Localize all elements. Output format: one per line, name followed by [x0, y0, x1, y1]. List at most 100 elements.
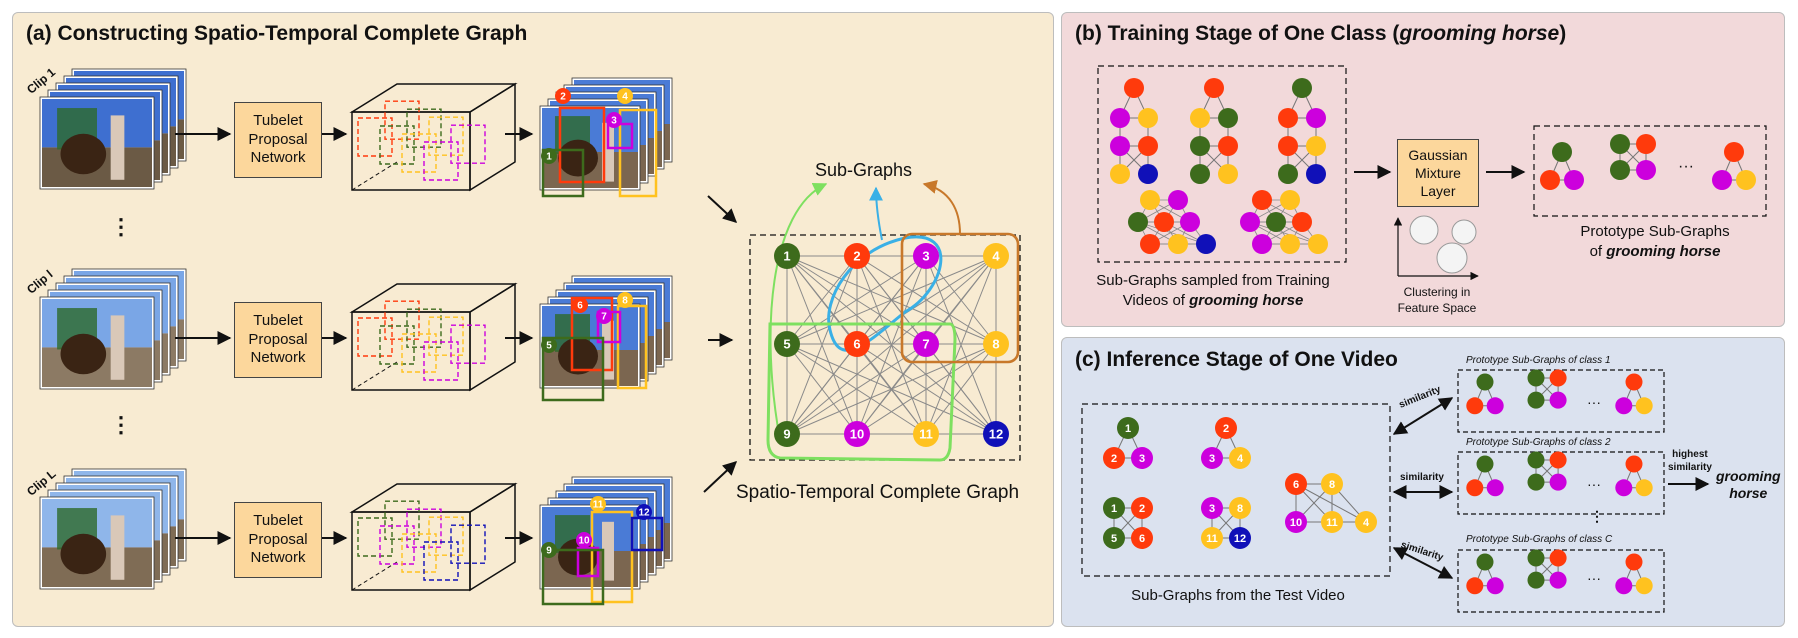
cube-hidden-edge — [351, 361, 398, 391]
prototype-graph-node — [1466, 397, 1484, 415]
node-4-marker: 4 — [617, 88, 633, 104]
tubelet-volume — [379, 125, 415, 165]
node-circle — [844, 331, 870, 357]
node-circle — [617, 292, 633, 308]
graph-node-1: 1 — [774, 243, 800, 269]
test-graph: 2 — [1103, 447, 1125, 469]
panel-c-title: (c) Inference Stage of One Video — [1075, 348, 1398, 371]
node-number: 3 — [611, 116, 617, 127]
node-circle — [541, 337, 557, 353]
panel-a-title: (a) Constructing Spatio-Temporal Complet… — [26, 22, 528, 45]
tubelet-volume — [428, 516, 464, 556]
tubelet-volume — [401, 133, 437, 173]
node-number: 3 — [1209, 503, 1215, 515]
tubelet-volume — [450, 124, 486, 164]
prototype-graph-node — [1527, 451, 1545, 469]
sampled-graph-node — [1138, 108, 1158, 128]
sampled-graph-node — [1140, 190, 1160, 210]
node-circle — [606, 112, 622, 128]
node-circle — [572, 297, 588, 313]
cluster-blob — [1409, 215, 1439, 245]
node-number: 8 — [1329, 479, 1335, 491]
node-number: 2 — [853, 249, 860, 264]
test-graph: 2 — [1131, 497, 1153, 519]
sampled-graph-node — [1128, 212, 1148, 232]
node-number: 12 — [638, 508, 650, 519]
node-number: 2 — [1223, 423, 1229, 435]
node-circle — [541, 542, 557, 558]
node-6-marker: 6 — [572, 297, 588, 313]
sampled-graph-node — [1124, 78, 1144, 98]
tubelet-box — [541, 548, 605, 606]
subgraph-arrow-green — [769, 182, 828, 441]
sampled-graph-node — [1138, 136, 1158, 156]
complete-graph-label: Spatio-Temporal Complete Graph — [736, 482, 1020, 503]
node-circle — [1117, 417, 1139, 439]
cube-side — [469, 82, 516, 192]
graph-edge — [786, 343, 927, 435]
node-number: 3 — [922, 249, 929, 264]
frame-horse — [60, 333, 107, 375]
frame-person — [110, 115, 125, 180]
node-circle — [913, 331, 939, 357]
sampled-subgraphs-frame — [1097, 65, 1347, 263]
vertical-ellipsis: ⋮ — [110, 214, 132, 239]
frame-horse — [60, 133, 107, 175]
node-circle — [576, 532, 592, 548]
node-2-marker: 2 — [555, 88, 571, 104]
test-graph: 3 — [1201, 497, 1223, 519]
graph-node-6: 6 — [844, 331, 870, 357]
prototype-class-1-label: Prototype Sub-Graphs of class 1 — [1466, 355, 1611, 366]
graph-node-5: 5 — [774, 331, 800, 357]
sampled-graph-node — [1190, 136, 1210, 156]
subgraph-arrow-blue — [869, 186, 884, 241]
test-graph: 4 — [1229, 447, 1251, 469]
sampled-graph-node — [1252, 190, 1272, 210]
prototype-graph-node — [1736, 170, 1756, 190]
node-number: 12 — [1234, 533, 1246, 545]
frame-person — [110, 315, 125, 380]
node-circle — [1131, 527, 1153, 549]
frame-horse — [60, 533, 107, 575]
prototype-class-frame — [1457, 369, 1665, 433]
node-9-marker: 9 — [541, 542, 557, 558]
prototype-graph-node — [1486, 397, 1504, 415]
prototype-graph-node — [1486, 479, 1504, 497]
node-number: 2 — [1139, 503, 1145, 515]
sampled-graph-node — [1280, 234, 1300, 254]
edge — [1137, 221, 1207, 245]
panel-b-title: (b) Training Stage of One Class (groomin… — [1075, 22, 1567, 45]
sampled-graph-node — [1278, 164, 1298, 184]
test-graph: 11 — [1321, 511, 1343, 533]
node-5-marker: 5 — [541, 337, 557, 353]
graph-edge — [925, 255, 997, 435]
node-number: 7 — [922, 337, 929, 352]
arrow — [707, 195, 738, 223]
arrow — [703, 461, 738, 493]
tubelet-cube-clip-l — [349, 282, 518, 392]
node-circle — [1215, 417, 1237, 439]
node-number: 6 — [577, 301, 583, 312]
tubelet-volume — [423, 141, 459, 181]
test-graph: 11 — [1201, 527, 1223, 549]
sampled-graph-node — [1252, 234, 1272, 254]
node-number: 9 — [546, 546, 552, 557]
cluster-blob — [1436, 242, 1468, 274]
node-circle — [590, 496, 606, 512]
node-number: 10 — [578, 536, 590, 547]
cube-side — [469, 282, 516, 392]
prototype-graph-node — [1549, 391, 1567, 409]
tubelet-box — [570, 296, 614, 372]
sampled-graph-node — [1266, 212, 1286, 232]
node-number: 8 — [992, 337, 999, 352]
graph-edge — [786, 343, 858, 435]
node-circle — [1285, 511, 1307, 533]
node-circle — [983, 421, 1009, 447]
tubelet-box — [618, 108, 658, 198]
graph-edge — [786, 255, 858, 435]
